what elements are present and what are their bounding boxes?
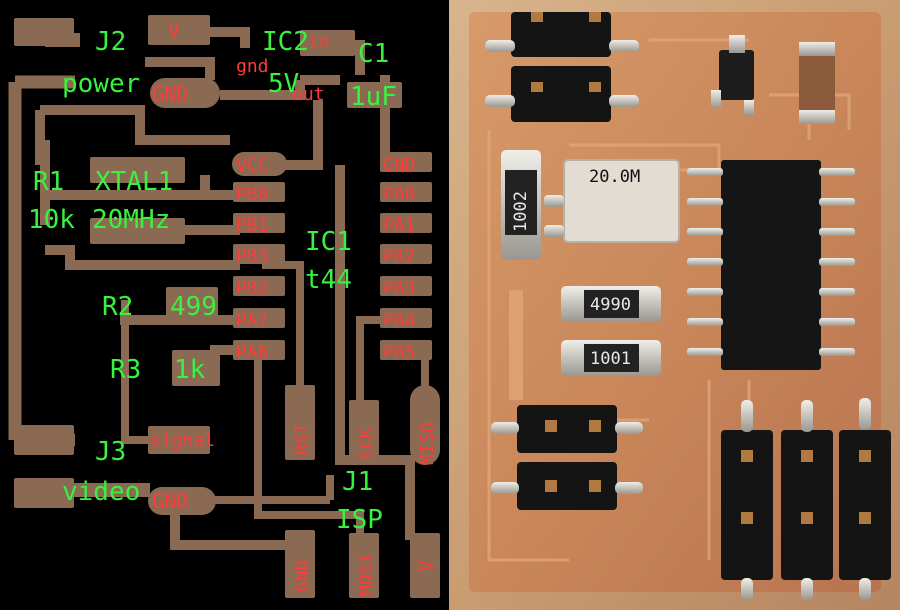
ic1-right-pin-5: PA4 — [383, 310, 416, 331]
crystal-marking-1: 20.0M — [589, 167, 640, 187]
pin-isp-gnd: GND — [292, 559, 313, 592]
j2-ref: J2 — [95, 27, 126, 57]
pin-sck: SCK — [356, 427, 377, 460]
ic1-value: t44 — [305, 265, 352, 295]
ic1-right-pin-6: PA5 — [383, 342, 416, 363]
j1-value: ISP — [336, 505, 383, 535]
r2-marking: 4990 — [590, 295, 631, 315]
xtal1-ref: XTAL1 — [95, 167, 173, 197]
ic1-left-pin-4: PB2 — [236, 278, 269, 299]
r1-ref: R1 — [33, 167, 64, 197]
ic1-left-pin-2: PB1 — [236, 215, 269, 236]
regulator-ic2 — [711, 35, 754, 115]
pin-ic2-in: in — [308, 32, 330, 53]
r3-ref: R3 — [110, 355, 141, 385]
pin-top-v: V — [168, 19, 180, 43]
xtal1-value: 20MHz — [92, 205, 170, 235]
ic1-left-pin-1: PB0 — [236, 184, 269, 205]
board-exposed-copper — [509, 290, 523, 400]
ic1-right-pin-4: PA3 — [383, 278, 416, 299]
header-j2 — [485, 12, 639, 122]
pin-signal: signal — [150, 430, 215, 451]
pin-isp-v: V — [414, 560, 438, 572]
pin-ic2-gnd: gnd — [236, 56, 269, 77]
r1-value: 10k — [28, 205, 75, 235]
ic2-ref: IC2 — [262, 27, 309, 57]
pin-ic2-out: out — [292, 84, 325, 105]
ic1-right-pin-0: GND — [383, 155, 416, 176]
ic1-right-pin-2: PA1 — [383, 215, 416, 236]
pin-rst: RST — [292, 422, 313, 455]
r3-marking: 1001 — [590, 349, 631, 369]
resistor-r2: 4990 — [561, 286, 661, 322]
ic1-right-pin-3: PA2 — [383, 246, 416, 267]
crystal-xtal1: 20.0M — [544, 159, 680, 243]
c1-ref: C1 — [358, 39, 389, 69]
ic1-left-pin-6: PA6 — [236, 342, 269, 363]
pin-j3-gnd: GND — [152, 489, 188, 513]
ic1-left-pin-3: PB3 — [236, 246, 269, 267]
header-j1-isp — [721, 398, 891, 600]
r3-value: 1k — [174, 355, 206, 385]
pin-j2-gnd: GND — [152, 82, 188, 106]
ic2-value: 5V — [268, 69, 299, 99]
ic1-left-pin-0: VCC — [236, 155, 269, 176]
microcontroller-ic1 — [687, 160, 855, 370]
resistor-r3: 1001 — [561, 340, 661, 376]
ic1-left-pin-5: PA7 — [236, 310, 269, 331]
j1-ref: J1 — [342, 467, 373, 497]
r2-ref: R2 — [102, 292, 133, 322]
j2-value: power — [62, 69, 140, 99]
r1-marking: 1002 — [511, 191, 531, 232]
pcb-layout-panel: J2 power IC2 5V C1 1uF R1 10k XTAL1 20MH… — [0, 0, 449, 610]
ic1-ref: IC1 — [305, 227, 352, 257]
pin-labels: V in gnd out GND VCC PB0 PB1 PB3 PB2 PA7… — [150, 19, 438, 596]
pin-miso: MISO — [417, 422, 438, 465]
component-labels: J2 power IC2 5V C1 1uF R1 10k XTAL1 20MH… — [28, 27, 397, 535]
resistor-r1: 1002 — [501, 150, 541, 260]
ic1-right-pin-1: PA0 — [383, 184, 416, 205]
c1-value: 1uF — [350, 82, 397, 112]
j3-value: video — [62, 477, 140, 507]
copper-pads — [14, 15, 440, 598]
j3-ref: J3 — [95, 437, 126, 467]
capacitor-c1 — [799, 42, 835, 124]
r2-value: 499 — [170, 292, 217, 322]
board-photo-panel: 1002 20.0M — [449, 0, 900, 610]
header-j3 — [491, 405, 643, 510]
pin-mosi: MOSI — [356, 553, 377, 596]
